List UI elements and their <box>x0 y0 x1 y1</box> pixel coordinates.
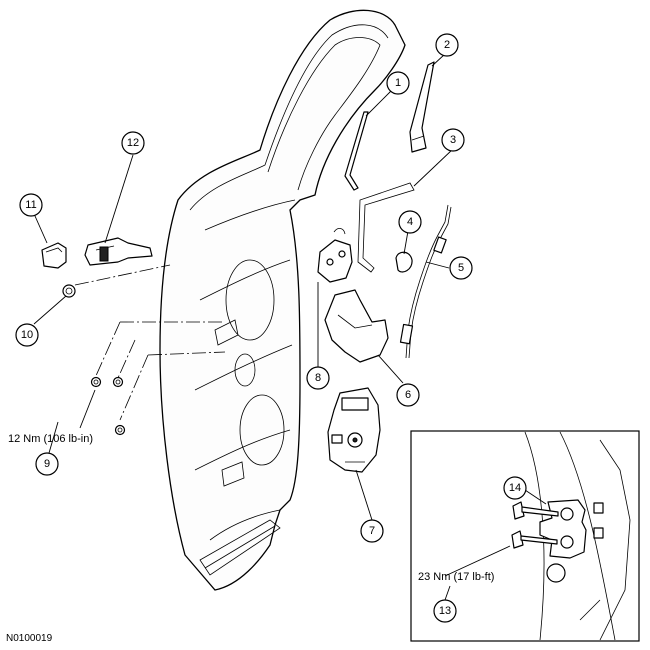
callout-7: 7 <box>360 519 384 543</box>
callout-13: 13 <box>433 599 457 623</box>
svg-text:4: 4 <box>407 216 413 228</box>
callout-3: 3 <box>441 128 465 152</box>
svg-text:9: 9 <box>44 458 50 470</box>
alignment-lines <box>74 264 226 421</box>
part-2-rod <box>409 61 435 153</box>
part-4-cap <box>395 251 413 273</box>
part-1-rod <box>344 111 369 191</box>
svg-text:11: 11 <box>25 199 36 211</box>
callout-9: 9 <box>35 452 59 476</box>
part-12-handle <box>84 237 153 266</box>
door-shell <box>159 9 406 591</box>
callout-10: 10 <box>15 323 39 347</box>
part-10-plug <box>62 284 76 298</box>
torque-label-13: 23 Nm (17 lb-ft) <box>418 571 494 583</box>
callout-12: 12 <box>121 131 145 155</box>
svg-text:1: 1 <box>395 77 401 89</box>
svg-text:14: 14 <box>509 482 521 494</box>
callout-14: 14 <box>503 476 527 500</box>
part-6-bracket <box>324 289 389 363</box>
svg-text:7: 7 <box>369 525 375 537</box>
torque-label-9: 12 Nm (106 lb-in) <box>8 433 93 445</box>
figure-id: N0100019 <box>6 633 53 644</box>
part-11-bezel <box>41 242 67 269</box>
callout-8: 8 <box>306 366 330 390</box>
svg-text:2: 2 <box>444 39 450 51</box>
svg-text:10: 10 <box>21 329 33 341</box>
callout-leaders <box>33 53 547 601</box>
part-9-nuts <box>90 376 126 436</box>
svg-text:5: 5 <box>458 262 464 274</box>
part-3-rod <box>357 182 415 273</box>
callout-2: 2 <box>435 33 459 57</box>
part-7-latch <box>327 387 381 473</box>
part-8-latch <box>317 228 353 283</box>
callout-5: 5 <box>449 256 473 280</box>
callout-1: 1 <box>386 71 410 95</box>
svg-text:6: 6 <box>405 389 411 401</box>
svg-text:8: 8 <box>315 372 321 384</box>
svg-text:3: 3 <box>450 134 456 146</box>
callout-11: 11 <box>19 193 43 217</box>
svg-text:13: 13 <box>439 605 451 617</box>
callout-4: 4 <box>398 210 422 234</box>
callout-6: 6 <box>396 383 420 407</box>
part-5-cable <box>399 204 452 359</box>
svg-text:12: 12 <box>127 137 139 149</box>
